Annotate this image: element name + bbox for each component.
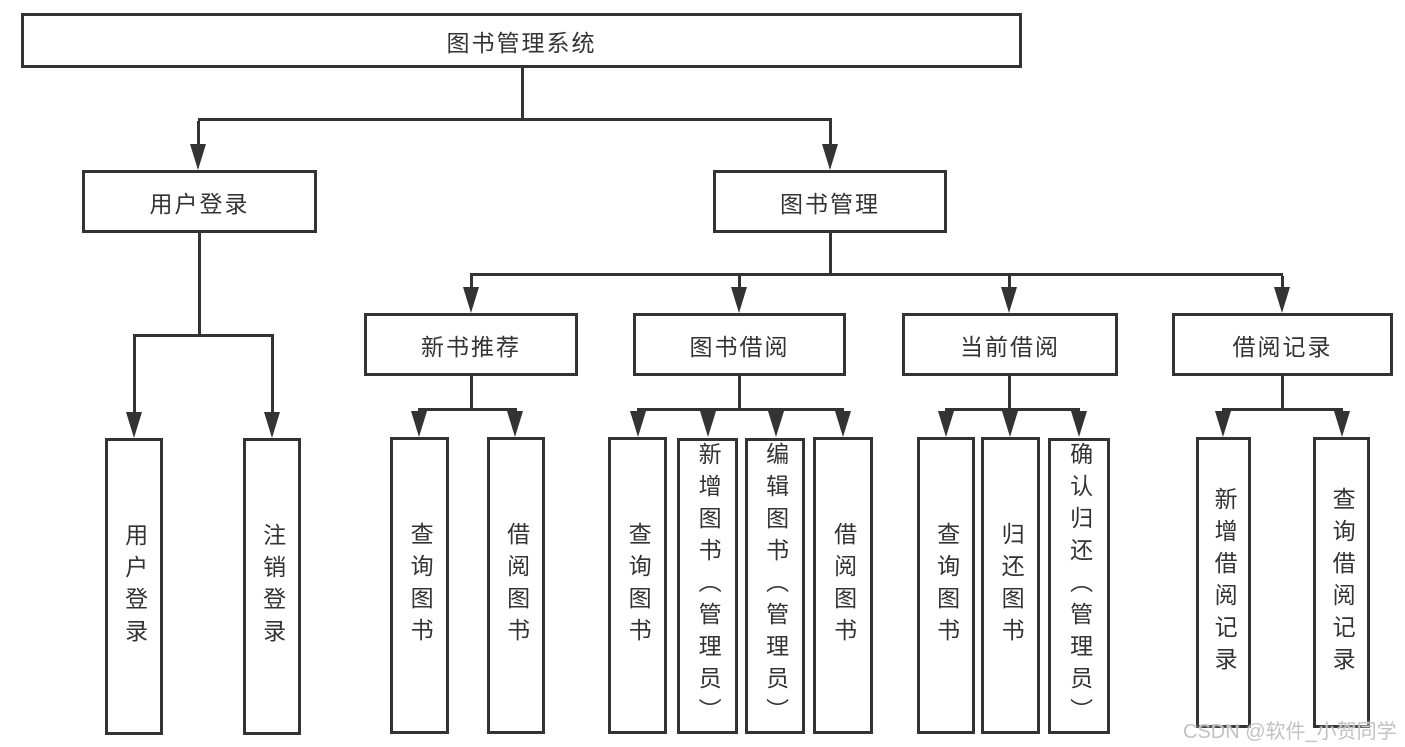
leaf-query-books-current-label: 查询图书 [933, 521, 960, 650]
node-new-book-recommend-label: 新书推荐 [421, 333, 521, 360]
node-new-book-recommend: 新书推荐 [364, 313, 578, 376]
leaf-add-borrow-record: 新增借阅记录 [1196, 437, 1251, 728]
leaf-logout: 注销登录 [243, 438, 301, 735]
node-borrowing-records: 借阅记录 [1172, 313, 1393, 376]
arrowhead-down-icon [630, 411, 646, 437]
leaf-borrow-books-recommend-label: 借阅图书 [503, 521, 530, 650]
arrowhead-down-icon [768, 411, 784, 437]
connector-root-stem [521, 66, 524, 121]
connector-root-crossbar [198, 118, 832, 121]
node-user-login: 用户登录 [82, 170, 317, 233]
connector-book-borrow-drop [738, 276, 741, 288]
node-book-borrowing-label: 图书借阅 [689, 333, 790, 360]
node-book-management: 图书管理 [713, 170, 947, 233]
connector-leaf-logout-drop [271, 337, 274, 413]
leaf-add-book-admin: 新增图书（管理员） [677, 438, 738, 734]
leaf-borrow-books-borrowing-label: 借阅图书 [830, 521, 857, 650]
node-user-login-label: 用户登录 [149, 190, 250, 217]
leaf-query-books-recommend: 查询图书 [390, 437, 449, 734]
leaf-edit-book-admin: 编辑图书（管理员） [745, 438, 805, 734]
arrowhead-down-icon [1215, 411, 1231, 437]
leaf-add-borrow-record-label: 新增借阅记录 [1211, 486, 1238, 679]
csdn-watermark: CSDN @软件_小贺同学 [1183, 721, 1397, 743]
arrowhead-down-icon [1002, 411, 1018, 437]
leaf-confirm-return-admin: 确认归还（管理员） [1048, 438, 1110, 734]
leaf-borrow-books-recommend: 借阅图书 [487, 437, 545, 734]
node-library-system: 图书管理系统 [21, 13, 1022, 68]
arrowhead-down-icon [463, 287, 479, 313]
leaf-user-login: 用户登录 [105, 438, 163, 735]
node-current-borrowing-label: 当前借阅 [960, 333, 1060, 360]
node-borrowing-records-label: 借阅记录 [1232, 333, 1333, 360]
node-library-system-label: 图书管理系统 [446, 29, 597, 56]
arrowhead-down-icon [190, 144, 206, 170]
connector-groupC-stem [738, 376, 741, 410]
connector-user-login-drop [197, 121, 200, 146]
arrowhead-down-icon [126, 412, 142, 438]
arrowhead-down-icon [700, 411, 716, 437]
arrowhead-down-icon [411, 411, 427, 437]
leaf-query-borrow-record: 查询借阅记录 [1313, 437, 1370, 728]
connector-new-book-drop [470, 276, 473, 288]
connector-current-borrow-drop [1008, 276, 1011, 288]
node-book-management-label: 图书管理 [780, 190, 880, 217]
leaf-query-books-current: 查询图书 [917, 437, 975, 734]
leaf-user-login-label: 用户登录 [121, 522, 148, 651]
arrowhead-down-icon [938, 411, 954, 437]
connector-user-login-crossbar [133, 334, 274, 337]
connector-groupC-crossbar [637, 408, 844, 411]
connector-groupE-stem [1281, 376, 1284, 410]
connector-groupD-crossbar [945, 408, 1080, 411]
connector-user-login-stem [198, 233, 201, 336]
leaf-borrow-books-borrowing: 借阅图书 [813, 437, 873, 734]
arrowhead-down-icon [1001, 287, 1017, 313]
leaf-edit-book-admin-label: 编辑图书（管理员） [762, 442, 789, 730]
arrowhead-down-icon [264, 412, 280, 438]
connector-groupB-stem [470, 376, 473, 410]
connector-groupD-stem [1008, 376, 1011, 410]
arrowhead-down-icon [731, 287, 747, 313]
connector-book-mgmt-drop [829, 121, 832, 146]
arrowhead-down-icon [1334, 411, 1350, 437]
leaf-return-books-label: 归还图书 [998, 521, 1025, 650]
leaf-query-books-borrowing-label: 查询图书 [625, 521, 652, 650]
node-book-borrowing: 图书借阅 [633, 313, 846, 376]
connector-book-mgmt-stem [829, 233, 832, 275]
leaf-logout-label: 注销登录 [259, 522, 286, 651]
arrowhead-down-icon [1071, 411, 1087, 437]
arrowhead-down-icon [822, 144, 838, 170]
arrowhead-down-icon [507, 411, 523, 437]
arrowhead-down-icon [835, 411, 851, 437]
leaf-return-books: 归还图书 [981, 437, 1040, 734]
connector-book-mgmt-crossbar [470, 273, 1283, 276]
leaf-query-books-borrowing: 查询图书 [608, 437, 667, 734]
leaf-add-book-admin-label: 新增图书（管理员） [695, 442, 722, 730]
connector-groupE-crossbar [1222, 408, 1343, 411]
leaf-confirm-return-admin-label: 确认归还（管理员） [1066, 442, 1093, 730]
leaf-query-borrow-record-label: 查询借阅记录 [1329, 486, 1356, 679]
arrowhead-down-icon [1274, 287, 1290, 313]
leaf-query-books-recommend-label: 查询图书 [407, 521, 434, 650]
connector-borrow-records-drop [1281, 276, 1284, 288]
node-current-borrowing: 当前借阅 [902, 313, 1118, 376]
connector-leaf-user-login-drop [133, 337, 136, 413]
connector-groupB-crossbar [418, 408, 517, 411]
